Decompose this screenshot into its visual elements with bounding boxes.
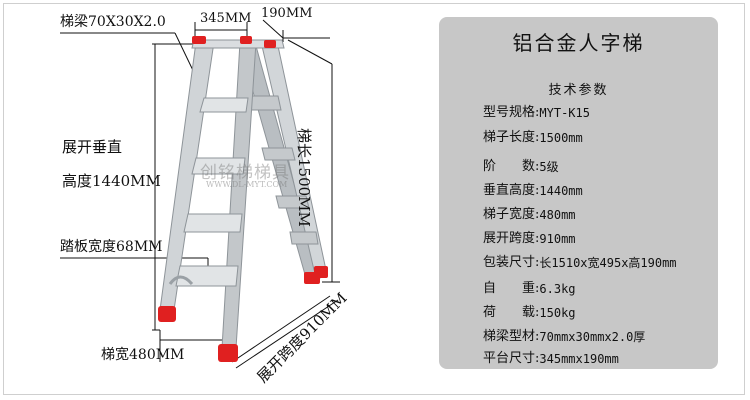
spec-key: 平台尺寸: bbox=[483, 351, 540, 366]
spec-heading: 技术参数 bbox=[548, 83, 609, 98]
ladder-illustration bbox=[60, 19, 340, 369]
spec-value: 480mm bbox=[539, 208, 576, 222]
ladder-feet bbox=[158, 36, 328, 362]
ladder-diagram: 创铭梯梯具 WWW.DL-MYT.COM 梯梁70X30X2.0 345MM 1… bbox=[60, 6, 351, 386]
spec-key: 展开跨度: bbox=[483, 231, 540, 246]
spec-value: 1500mm bbox=[539, 131, 583, 145]
ladder-length-label: 梯长1500MM bbox=[295, 128, 313, 227]
spec-value: 6.3kg bbox=[539, 282, 576, 296]
watermark-url: WWW.DL-MYT.COM bbox=[206, 180, 288, 189]
spec-row: 展开跨度: 910mm bbox=[483, 229, 576, 249]
spec-row: 型号规格: MYT-K15 bbox=[483, 103, 590, 123]
spec-value: 345mmx190mm bbox=[539, 352, 619, 366]
spec-row: 荷 载: 150kg bbox=[483, 303, 576, 323]
spec-key: 梯子宽度: bbox=[483, 207, 540, 222]
top-width-label: 345MM bbox=[200, 11, 252, 26]
top-depth-label: 190MM bbox=[261, 6, 313, 21]
spec-row: 梯子长度: 1500mm bbox=[483, 128, 583, 148]
unfold-height-label-line1: 展开垂直 bbox=[62, 138, 123, 156]
spec-row: 梯子宽度: 480mm bbox=[483, 205, 576, 225]
outer-frame bbox=[3, 3, 745, 395]
spec-value: 150kg bbox=[539, 306, 576, 320]
spec-row: 包装尺寸: 长1510x宽495x高190mm bbox=[483, 253, 677, 273]
spec-key: 自 重: bbox=[483, 281, 540, 296]
spec-row: 垂直高度: 1440mm bbox=[483, 181, 583, 201]
spec-key: 荷 载: bbox=[483, 305, 540, 320]
tread-width-label: 踏板宽度68MM bbox=[60, 239, 163, 255]
beam-spec-label: 梯梁70X30X2.0 bbox=[60, 14, 166, 30]
spec-panel: 铝合金人字梯 技术参数 型号规格: MYT-K15 梯子长度: 1500mm 阶… bbox=[439, 17, 718, 369]
back-legs bbox=[239, 45, 327, 279]
spec-row: 阶 数: 5级 bbox=[483, 157, 559, 177]
spec-row: 自 重: 6.3kg bbox=[483, 279, 576, 299]
spec-value: 1440mm bbox=[539, 184, 583, 198]
front-legs bbox=[159, 39, 285, 349]
spec-key: 阶 数: bbox=[483, 159, 540, 174]
product-title: 铝合金人字梯 bbox=[512, 31, 645, 55]
spec-row: 平台尺寸: 345mmx190mm bbox=[483, 349, 619, 369]
spec-value: 长1510x宽495x高190mm bbox=[539, 256, 677, 270]
spec-key: 垂直高度: bbox=[483, 183, 540, 198]
spec-value: MYT-K15 bbox=[539, 106, 590, 120]
spec-key: 梯梁型材: bbox=[483, 329, 540, 344]
spec-value: 910mm bbox=[539, 232, 576, 246]
unfold-height-label-line2: 高度1440MM bbox=[62, 172, 161, 190]
watermark: 创铭梯梯具 bbox=[200, 163, 290, 183]
spec-key: 型号规格: bbox=[483, 105, 540, 120]
spec-row: 梯梁型材: 70mmx30mmx2.0厚 bbox=[483, 327, 645, 347]
spec-value: 70mmx30mmx2.0厚 bbox=[539, 330, 646, 344]
spec-key: 梯子长度: bbox=[483, 130, 540, 145]
spec-value: 5级 bbox=[539, 160, 559, 174]
bottom-width-label: 梯宽480MM bbox=[101, 347, 185, 363]
spec-key: 包装尺寸: bbox=[483, 255, 540, 270]
